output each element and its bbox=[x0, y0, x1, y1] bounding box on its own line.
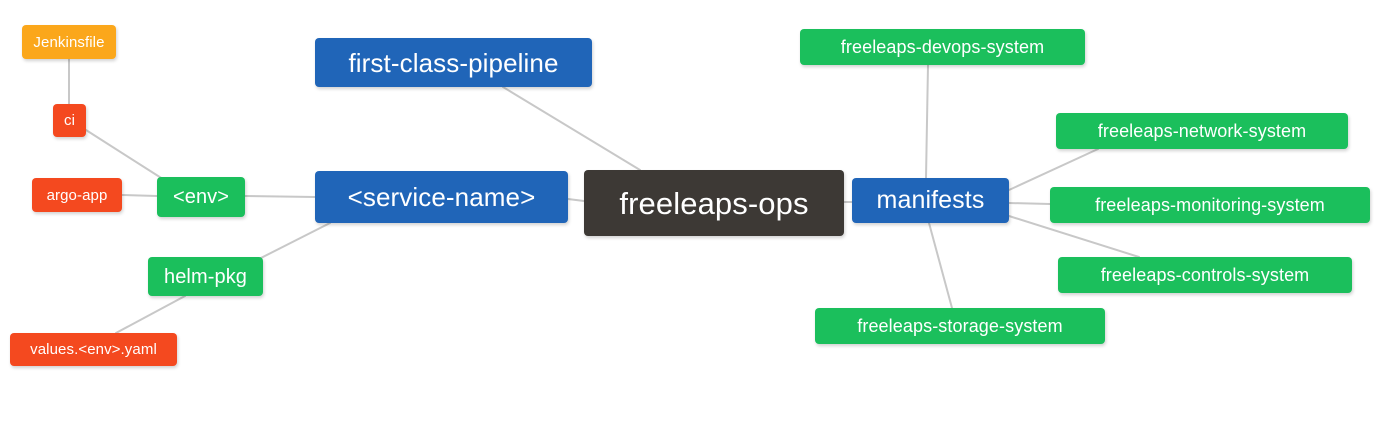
node-label-freeleaps-monitoring-system: freeleaps-monitoring-system bbox=[1095, 195, 1325, 215]
edge-e-manifests-storage bbox=[928, 222, 953, 309]
node-freeleaps-network-system[interactable]: freeleaps-network-system bbox=[1056, 113, 1348, 149]
node-freeleaps-controls-system[interactable]: freeleaps-controls-system bbox=[1058, 257, 1352, 293]
edge-e-env-service bbox=[244, 195, 316, 198]
node-helm-pkg[interactable]: helm-pkg bbox=[148, 257, 263, 296]
edge-e-argo-env bbox=[121, 194, 158, 197]
node-label-freeleaps-devops-system: freeleaps-devops-system bbox=[840, 37, 1045, 57]
node-values-env-yaml[interactable]: values.<env>.yaml bbox=[10, 333, 177, 366]
node-service-name[interactable]: <service-name> bbox=[315, 171, 568, 223]
edge-e-manifests-network bbox=[1008, 148, 1099, 191]
edge-e-pipeline-ops bbox=[502, 86, 641, 171]
node-label-service-name: <service-name> bbox=[347, 182, 536, 212]
node-freeleaps-ops[interactable]: freeleaps-ops bbox=[584, 170, 844, 236]
node-label-env: <env> bbox=[172, 186, 230, 208]
edge-e-ci-env bbox=[85, 129, 167, 182]
node-jenkinsfile[interactable]: Jenkinsfile bbox=[22, 25, 116, 59]
node-label-ci: ci bbox=[63, 112, 76, 129]
node-label-freeleaps-storage-system: freeleaps-storage-system bbox=[857, 316, 1063, 336]
node-label-values-env-yaml: values.<env>.yaml bbox=[30, 341, 157, 358]
node-freeleaps-devops-system[interactable]: freeleaps-devops-system bbox=[800, 29, 1085, 65]
node-label-manifests: manifests bbox=[876, 186, 985, 214]
node-label-freeleaps-controls-system: freeleaps-controls-system bbox=[1100, 265, 1310, 285]
node-label-helm-pkg: helm-pkg bbox=[163, 265, 248, 288]
edge-e-manifests-monitoring bbox=[1008, 202, 1051, 205]
node-first-class-pipeline[interactable]: first-class-pipeline bbox=[315, 38, 592, 87]
node-manifests[interactable]: manifests bbox=[852, 178, 1009, 223]
node-freeleaps-storage-system[interactable]: freeleaps-storage-system bbox=[815, 308, 1105, 344]
node-argo-app[interactable]: argo-app bbox=[32, 178, 122, 212]
node-ci[interactable]: ci bbox=[53, 104, 86, 137]
edge-e-values-helm bbox=[115, 295, 186, 334]
node-freeleaps-monitoring-system[interactable]: freeleaps-monitoring-system bbox=[1050, 187, 1370, 223]
node-label-jenkinsfile: Jenkinsfile bbox=[33, 33, 105, 51]
edge-e-service-ops bbox=[567, 198, 585, 202]
node-label-freeleaps-ops: freeleaps-ops bbox=[619, 185, 809, 221]
node-label-argo-app: argo-app bbox=[46, 186, 108, 204]
node-label-first-class-pipeline: first-class-pipeline bbox=[348, 47, 559, 78]
node-env[interactable]: <env> bbox=[157, 177, 245, 217]
edge-e-helm-service bbox=[252, 222, 331, 263]
node-label-freeleaps-network-system: freeleaps-network-system bbox=[1097, 121, 1307, 141]
edge-e-manifests-devops bbox=[925, 64, 929, 179]
